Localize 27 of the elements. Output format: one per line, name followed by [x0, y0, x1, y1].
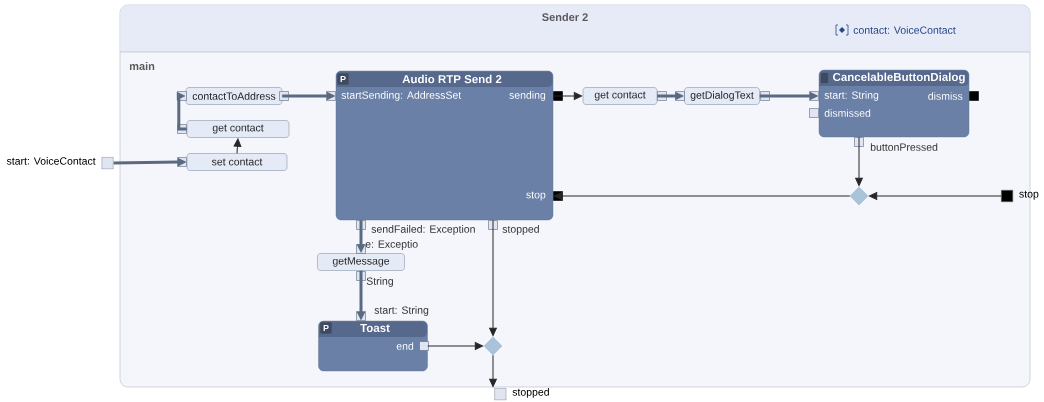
port-label: e: Exceptio [365, 240, 418, 250]
function-box: get contact [186, 120, 290, 138]
arrow [176, 91, 187, 131]
arrow [427, 342, 484, 350]
function-box: getMessage [317, 253, 405, 271]
port-label: stopped [494, 388, 549, 400]
arrow [552, 92, 583, 100]
arrow [855, 136, 863, 187]
port-label: start: VoiceContact [6, 157, 114, 169]
function-box: get contact [582, 87, 658, 105]
port-label: String [366, 277, 393, 287]
function-box: set contact [186, 153, 288, 171]
port-label: stop [1001, 190, 1039, 202]
function-box: getDialogText [684, 87, 760, 105]
arrow [489, 354, 497, 388]
arrow [489, 219, 497, 337]
merge-diamond [849, 186, 869, 206]
process-block: CancelableButtonDialog start: String dismiss dismissed [818, 69, 970, 138]
merge-diamond [483, 336, 503, 356]
arrow [233, 138, 242, 154]
port-label: start: String [374, 306, 429, 316]
arrow [868, 192, 1002, 200]
arrow [553, 192, 851, 200]
port-label: stopped [502, 225, 539, 235]
function-box: contactToAddress [185, 87, 283, 105]
port-label: sendFailed: Exception [371, 225, 475, 235]
port-label: buttonPressed [870, 143, 938, 151]
